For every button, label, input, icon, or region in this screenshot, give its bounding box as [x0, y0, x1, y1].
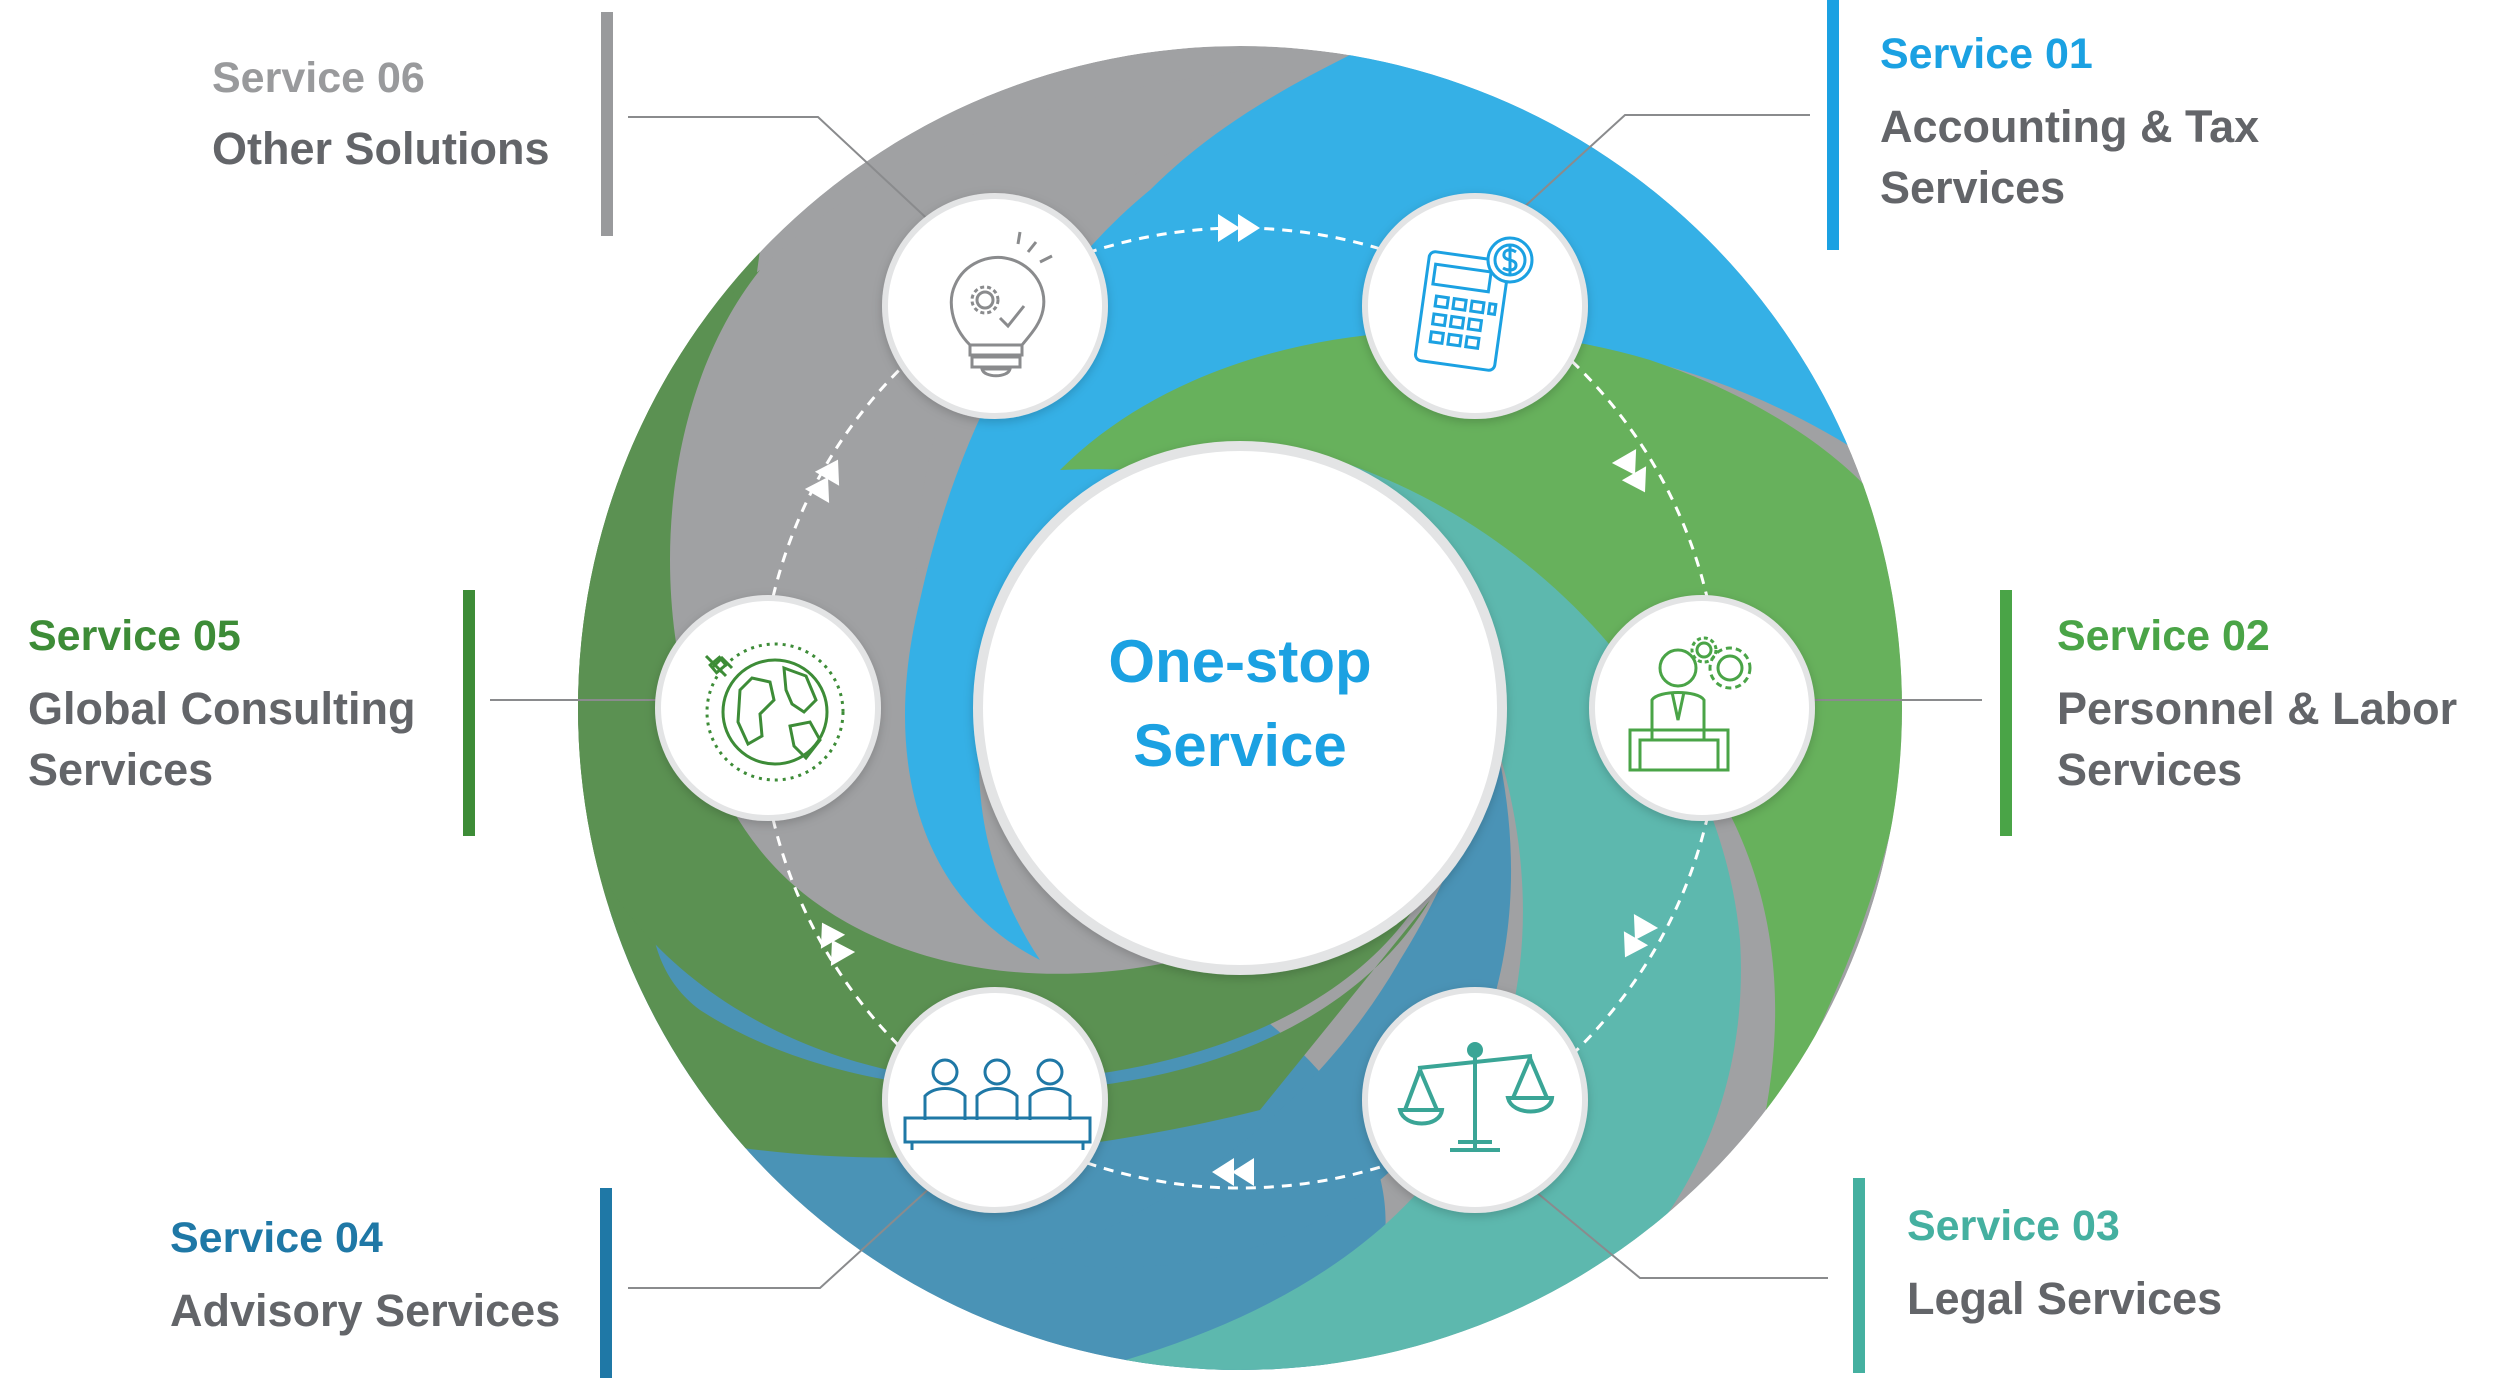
service-03-label: Service 03 Legal Services	[1907, 1200, 2222, 1329]
arrow-lower-left	[820, 922, 856, 967]
service-02-number: Service 02	[2057, 612, 2270, 660]
service-06-name: Other Solutions	[212, 123, 550, 174]
service-02-label: Service 02 Personnel & Labor Services	[2057, 610, 2457, 800]
service-05-name-line2: Services	[28, 744, 214, 795]
lightbulb-gear-icon	[949, 231, 1053, 378]
node-service-02	[1589, 595, 1815, 821]
arrow-upper-right	[1611, 448, 1647, 493]
bar-service-01	[1827, 0, 1839, 250]
service-04-number: Service 04	[170, 1214, 383, 1262]
service-06-label: Service 06 Other Solutions	[212, 52, 550, 179]
worker-gears-icon	[1628, 636, 1752, 772]
leader-service-01	[1487, 114, 1810, 241]
scales-of-justice-icon	[1397, 1042, 1555, 1152]
center-title-line1: One-stop	[1108, 628, 1372, 695]
service-01-label: Service 01 Accounting & Tax Services	[1880, 28, 2259, 218]
leader-lines	[490, 114, 1982, 1289]
leader-service-03	[1494, 1157, 1828, 1279]
bar-service-04	[600, 1188, 612, 1378]
node-service-04	[882, 987, 1108, 1213]
service-03-number: Service 03	[1907, 1202, 2120, 1250]
node-service-06	[882, 193, 1108, 419]
service-05-name: Global Consulting Services	[28, 678, 415, 800]
bar-service-03	[1853, 1178, 1865, 1373]
service-01-name-line2: Services	[1880, 162, 2066, 213]
center-title: One-stop Service	[1040, 620, 1440, 788]
leader-service-04	[628, 1164, 956, 1289]
service-01-number: Service 01	[1880, 30, 2093, 78]
service-01-name-line1: Accounting & Tax	[1880, 101, 2260, 152]
service-05-number: Service 05	[28, 612, 241, 660]
service-02-name-line1: Personnel & Labor	[2057, 683, 2458, 734]
service-06-number: Service 06	[212, 54, 425, 102]
node-service-05	[655, 595, 881, 821]
service-05-name-line1: Global Consulting	[28, 683, 416, 734]
service-01-name: Accounting & Tax Services	[1880, 96, 2259, 218]
arrow-bottom	[1212, 1158, 1254, 1186]
petal-legal	[1090, 455, 1741, 1370]
calculator-dollar-icon	[1414, 236, 1534, 372]
service-04-label: Service 04 Advisory Services	[170, 1212, 560, 1341]
center-title-line2: Service	[1133, 712, 1347, 779]
arrow-top	[1218, 214, 1260, 242]
arrow-upper-left	[804, 459, 840, 504]
service-02-name: Personnel & Labor Services	[2057, 678, 2457, 800]
arrow-lower-right	[1623, 913, 1659, 958]
center-circle	[973, 441, 1507, 975]
bar-service-05	[463, 590, 475, 836]
node-service-01	[1362, 193, 1588, 419]
globe-satellite-icon	[704, 642, 845, 782]
node-service-03	[1362, 987, 1588, 1213]
petal-accounting	[905, 55, 1900, 960]
advisory-team-icon	[903, 1058, 1092, 1150]
petal-global-body	[578, 270, 1420, 1082]
service-03-name: Legal Services	[1907, 1273, 2223, 1324]
orbit-arrows	[804, 214, 1659, 1186]
petal-personnel	[1060, 330, 1902, 1140]
bar-service-06	[601, 12, 613, 236]
service-05-label: Service 05 Global Consulting Services	[28, 610, 415, 800]
service-02-name-line2: Services	[2057, 744, 2243, 795]
service-04-name: Advisory Services	[170, 1285, 561, 1336]
leader-service-06	[628, 116, 951, 241]
bar-service-02	[2000, 590, 2012, 836]
